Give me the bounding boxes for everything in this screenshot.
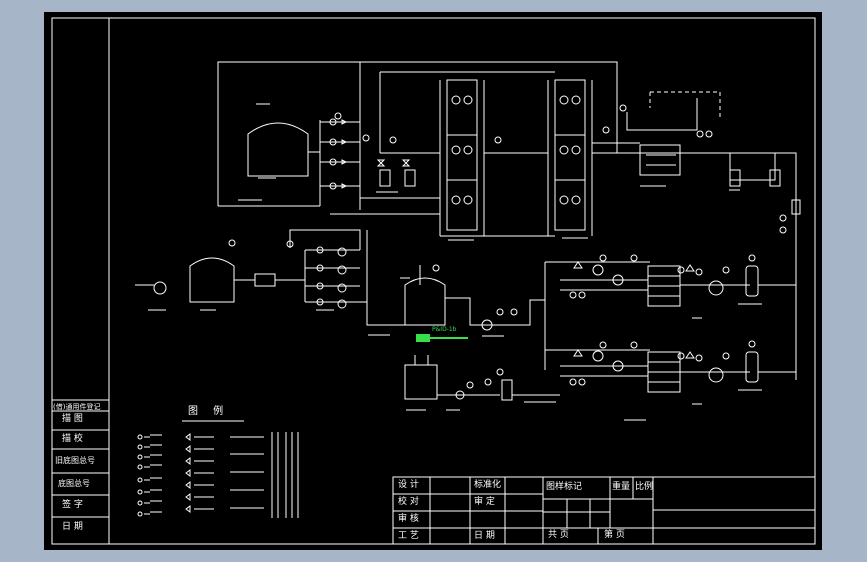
filter-2 [745, 351, 759, 383]
tb-total-sheets: 共 页 [548, 530, 569, 540]
tb-design: 设 计 [398, 480, 419, 490]
tb-standardize: 标准化 [474, 480, 502, 490]
legend-title: 图 例 [188, 406, 230, 417]
heat-exchanger [639, 144, 681, 176]
tb-stage-mark: 图样标记 [546, 482, 583, 492]
side-cell-signature: 签 字 [62, 500, 83, 510]
filter-1 [745, 265, 759, 297]
side-cell-date: 日 期 [62, 522, 83, 532]
drawing-sheet [44, 12, 822, 550]
tb-sheet-no: 第 页 [604, 530, 625, 540]
tb-check: 校 对 [398, 497, 419, 507]
highlight-tag [416, 334, 468, 342]
side-cell-old-drawing-no: 旧底图总号 [55, 456, 95, 465]
tb-process: 工 艺 [398, 531, 419, 541]
tb-date: 日 期 [474, 531, 495, 541]
side-cell-drawing-no: 底图总号 [58, 479, 90, 488]
process-lines [135, 61, 801, 401]
side-strip [52, 18, 110, 544]
instruments [228, 104, 787, 389]
reactor-tank [404, 277, 446, 326]
bottom-tank [404, 364, 438, 400]
title-block [392, 476, 816, 545]
column-2 [554, 79, 586, 231]
tb-audit: 审 核 [398, 514, 419, 524]
highlight-tag-label: P&ID-1b [432, 326, 457, 333]
tb-weight: 重量 [612, 482, 631, 492]
storage-tank-top [247, 122, 309, 177]
column-1 [446, 79, 478, 231]
tag-marks [148, 103, 762, 421]
side-cell-register: (借)通用件登记 [53, 403, 101, 411]
tb-review: 审 定 [474, 497, 495, 507]
storage-tank-left [189, 257, 235, 303]
side-cell-trace-check: 描 校 [62, 434, 83, 444]
side-cell-tracing: 描 图 [62, 414, 83, 424]
legend-symbols [137, 432, 299, 518]
tb-scale: 比例 [635, 482, 654, 492]
